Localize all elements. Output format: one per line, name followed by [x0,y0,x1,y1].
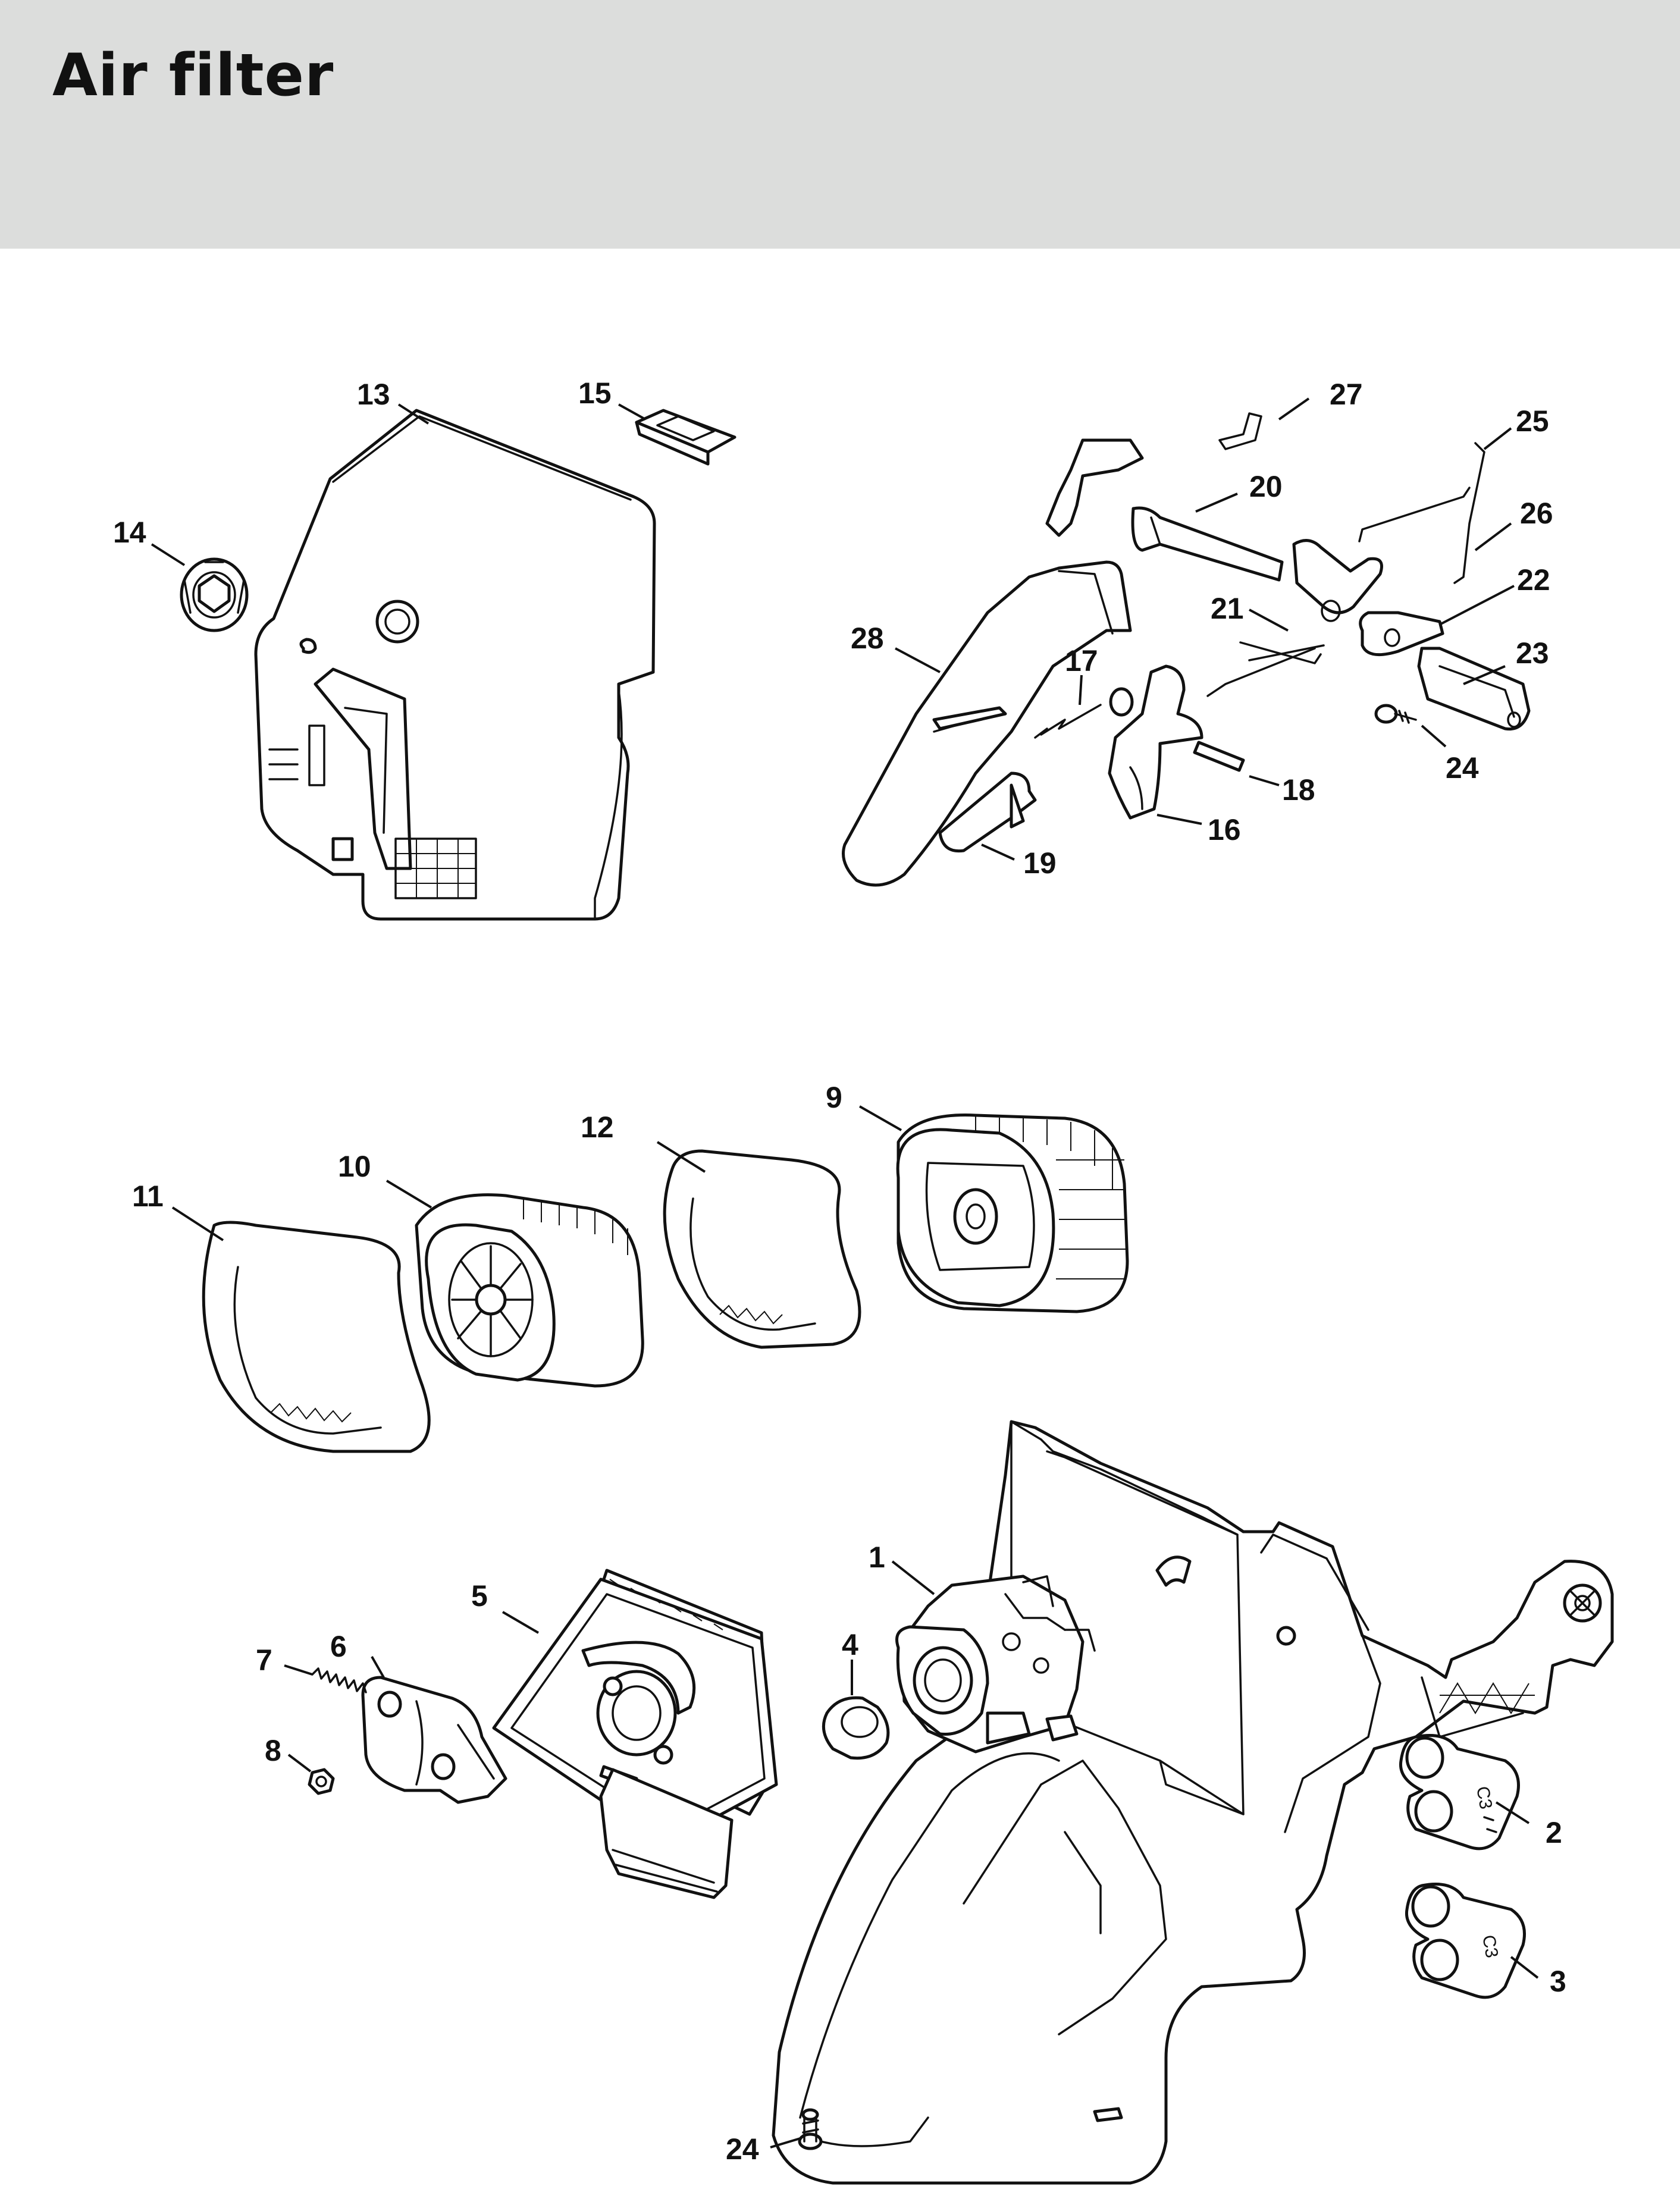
callout-17: 17 [1065,644,1098,678]
carb-gasket[interactable] [822,1696,890,1760]
callout-12: 12 [581,1111,614,1144]
callout-4: 4 [842,1628,858,1661]
sleeve-12[interactable] [663,1149,861,1349]
sleeve-11[interactable] [202,1221,431,1453]
callout-7: 7 [256,1644,272,1677]
callout-26: 26 [1520,497,1553,530]
callout-13: 13 [357,378,390,411]
callout-10: 10 [338,1150,371,1183]
callout-3: 3 [1550,1965,1566,1998]
callout-24: 24 [1446,751,1479,785]
callout-9: 9 [826,1081,842,1114]
control-rod[interactable] [1206,641,1325,697]
svg-text:C3: C3 [1478,1933,1502,1959]
shroud[interactable] [254,409,656,921]
throttle-trigger[interactable] [1108,664,1203,820]
choke-lever[interactable] [1045,438,1284,582]
callout-11: 11 [132,1180,164,1213]
callout-22: 22 [1517,563,1550,597]
leader-lines [151,397,1539,2149]
callout-5: 5 [471,1579,488,1613]
rear-handle-housing[interactable] [842,560,1132,887]
callout-21: 21 [1211,592,1244,625]
svg-text:C3: C3 [1472,1784,1496,1811]
callout-18: 18 [1282,773,1315,807]
wire-rod-26[interactable] [1453,442,1485,584]
elbow-connector[interactable] [361,1676,507,1804]
carburetor[interactable] [895,1575,1096,1754]
screw[interactable] [1374,704,1417,724]
callout-14: 14 [113,516,146,549]
header-band [0,0,1680,249]
callout-6: 6 [330,1630,347,1663]
callout-labels: 1 2 3 4 5 6 7 8 9 10 11 12 13 14 15 16 1… [113,377,1566,2166]
nut[interactable] [308,1768,335,1795]
callout-20: 20 [1249,470,1283,503]
callout-15: 15 [578,377,612,410]
callout-24-bottom: 24 [726,2132,759,2166]
callout-1: 1 [869,1541,885,1574]
callout-27: 27 [1330,378,1363,411]
spring-7[interactable] [311,1667,367,1693]
wire-rod-25[interactable] [1358,487,1471,542]
shaft-lever[interactable] [1292,539,1444,657]
baffle-plate[interactable] [492,1569,778,1899]
trigger-spring[interactable] [1034,687,1134,739]
choke-clip[interactable] [1218,412,1262,450]
callout-28: 28 [851,622,884,655]
filter-cover-small[interactable] [635,409,736,466]
callout-2: 2 [1546,1816,1562,1849]
callout-19: 19 [1023,846,1057,880]
callout-23: 23 [1516,636,1549,670]
jet-3[interactable]: C3 [1405,1883,1526,1999]
callout-16: 16 [1208,813,1241,846]
page-title: Air filter [52,42,334,109]
bracket[interactable] [1417,647,1531,731]
filter-cap-knob[interactable] [180,557,249,632]
callout-25: 25 [1516,404,1549,438]
screw-bottom[interactable] [798,2108,823,2150]
air-filter-fleece[interactable] [415,1193,644,1388]
callout-8: 8 [265,1734,281,1767]
jet-2[interactable]: C3 [1399,1734,1520,1851]
pre-filter-frame[interactable] [896,1114,1129,1313]
pin[interactable] [1193,741,1245,772]
crankcase-housing[interactable] [772,1420,1614,2185]
trigger-interlock[interactable] [938,771,1037,853]
